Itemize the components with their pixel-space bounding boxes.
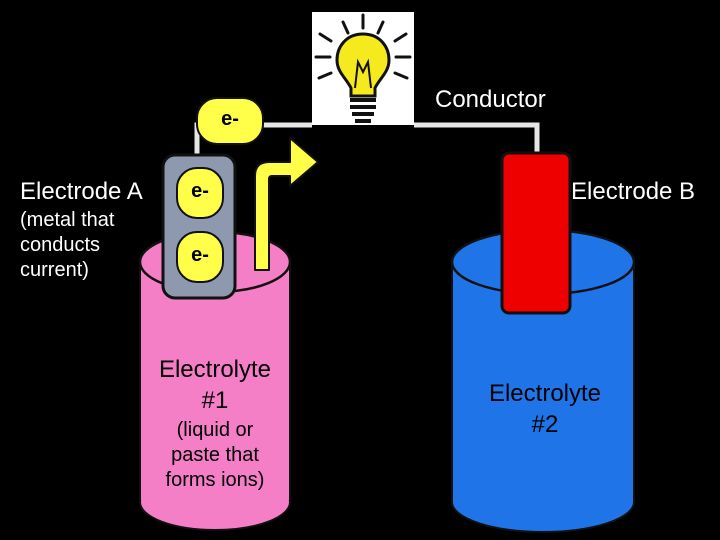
electrode-b	[500, 151, 572, 315]
electrode-a-desc-line: (metal that	[20, 209, 115, 231]
electrolyte-2-label-line: #2	[531, 411, 559, 438]
electrolyte-1-desc-line: (liquid or	[176, 419, 254, 441]
conductor-label: Conductor	[435, 86, 546, 113]
electrode-a-label: Electrode A	[20, 178, 143, 205]
electrode-a-desc-line: conducts	[20, 234, 101, 256]
electrode-a-desc-line: current)	[20, 259, 89, 281]
arrow-up-right-icon	[254, 137, 319, 271]
electrolyte-1-description: (liquid or paste that forms ions)	[130, 418, 300, 493]
electron-label-top: e-	[221, 108, 239, 130]
electrolyte-1-label-line: Electrolyte	[158, 356, 272, 383]
electrode-a-description: (metal that conducts current)	[20, 208, 114, 283]
electron	[176, 167, 224, 219]
lightbulb-icon	[312, 12, 414, 125]
electrolyte-1-cylinder	[138, 230, 292, 531]
electrolyte-2-label: Electrolyte #2	[460, 378, 630, 440]
electrode-b-label: Electrode B	[571, 178, 696, 205]
electron	[176, 231, 224, 283]
electrolyte-2-cylinder	[450, 228, 636, 533]
electrolyte-1-desc-line: paste that	[171, 444, 259, 466]
electron-label-bottom: e-	[191, 244, 209, 266]
electrolyte-1-label: Electrolyte #1	[130, 354, 300, 416]
electrolyte-1-label-line: #1	[201, 387, 229, 414]
electron-label-middle: e-	[191, 180, 209, 202]
electron	[196, 97, 264, 145]
electrolyte-1-desc-line: forms ions)	[165, 469, 265, 491]
electrolyte-2-label-line: Electrolyte	[488, 380, 602, 407]
